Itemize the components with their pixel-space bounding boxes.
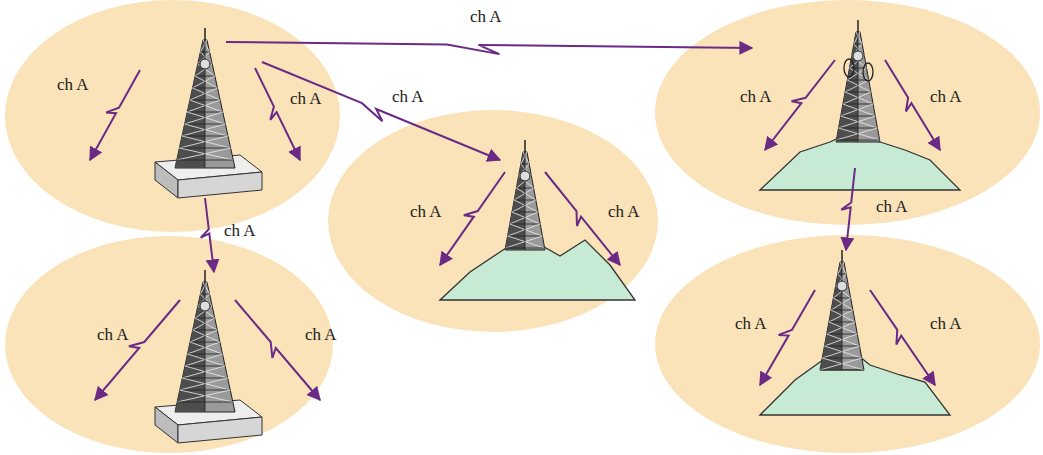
channel-label: ch A xyxy=(290,90,322,109)
channel-label: ch A xyxy=(735,315,767,334)
pedestal-front xyxy=(178,417,262,443)
cell-region: ch A ch A xyxy=(328,110,658,332)
channel-label: ch A xyxy=(930,315,962,334)
cell-region: ch A ch A xyxy=(655,235,1040,453)
link-label: ch A xyxy=(392,88,424,107)
cell-ellipse xyxy=(5,236,333,453)
channel-label: ch A xyxy=(740,88,772,107)
cell-region: ch A ch A xyxy=(5,0,340,232)
channel-label: ch A xyxy=(305,326,337,345)
link-label: ch A xyxy=(224,222,256,241)
cell-ellipse xyxy=(5,0,340,232)
link-label: ch A xyxy=(876,198,908,217)
cell-region: ch Ach A xyxy=(5,236,333,453)
channel-label: ch A xyxy=(410,203,442,222)
channel-label: ch A xyxy=(57,76,89,95)
cell-region: ch A ch A xyxy=(655,0,1040,225)
channel-label: ch A xyxy=(930,88,962,107)
channel-label: ch A xyxy=(608,203,640,222)
channel-label: ch A xyxy=(97,326,129,345)
cell-ellipse xyxy=(655,0,1040,225)
cell-ellipse xyxy=(655,235,1040,453)
link-label: ch A xyxy=(470,8,502,27)
